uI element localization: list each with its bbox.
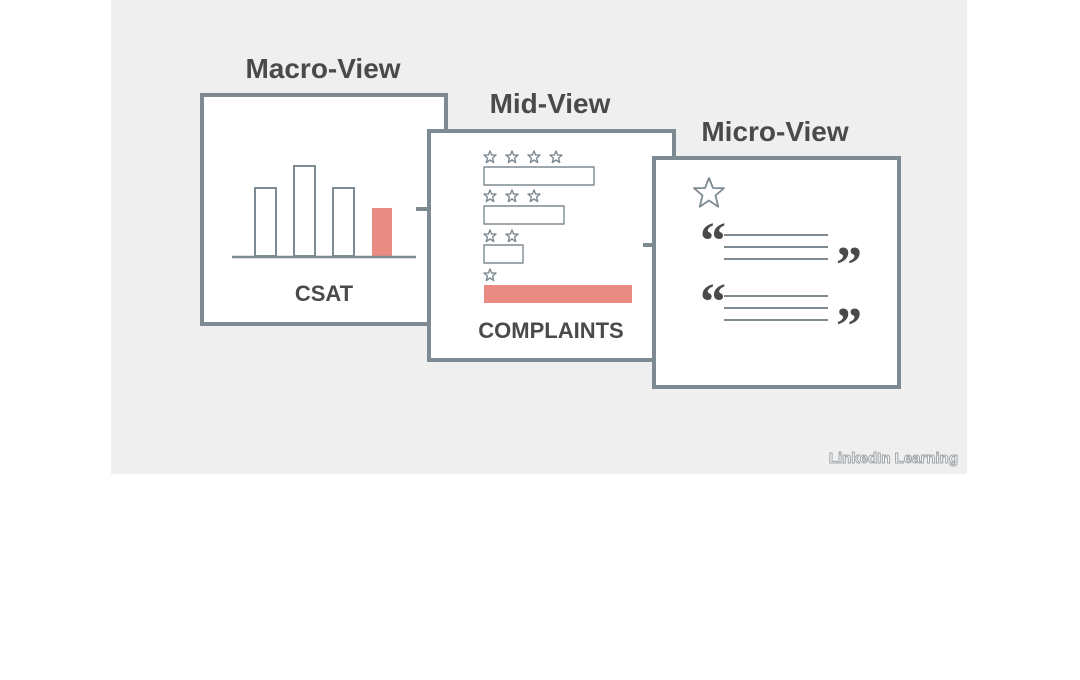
open-quote-icon: “ — [700, 274, 726, 331]
mid-view-frame — [427, 129, 676, 362]
mid-view-title: Mid-View — [490, 88, 611, 119]
complaints-label: COMPLAINTS — [478, 318, 623, 343]
star-rating-rows — [483, 150, 595, 282]
star-icon — [483, 229, 497, 243]
rating-bar — [483, 205, 565, 225]
rating-row-1-star — [483, 268, 497, 282]
macro-view-title: Macro-View — [245, 53, 400, 84]
star-icon — [505, 229, 519, 243]
star-icon — [505, 189, 519, 203]
star-icon — [505, 150, 519, 164]
chart-bar-2 — [293, 165, 316, 257]
star-icon — [693, 177, 725, 208]
star-icon — [483, 150, 497, 164]
micro-view-panel: Micro-View “ ” “ ” — [652, 116, 901, 389]
close-quote-icon: ” — [836, 298, 862, 355]
rating-row-2-stars — [483, 229, 524, 264]
chart-bar-1 — [254, 187, 277, 257]
csat-label: CSAT — [295, 281, 354, 306]
chart-bar-highlight — [372, 208, 392, 256]
quote-block-1: “ ” — [700, 213, 862, 294]
csat-bar-chart-icon — [232, 165, 416, 259]
open-quote-icon: “ — [700, 213, 726, 270]
rating-bar — [483, 166, 595, 186]
star-icon — [549, 150, 563, 164]
star-icon — [527, 150, 541, 164]
quote-block-2: “ ” — [700, 274, 862, 355]
star-icon — [527, 189, 541, 203]
star-icon — [483, 268, 497, 282]
rating-row-3-stars — [483, 189, 565, 225]
chart-bar-3 — [332, 187, 355, 257]
macro-view-frame — [200, 93, 448, 326]
micro-view-frame — [652, 156, 901, 389]
close-quote-icon: ” — [836, 237, 862, 294]
rating-row-4-stars — [483, 150, 595, 186]
rating-bar-highlight — [484, 285, 632, 303]
macro-view-panel: Macro-View CSAT — [200, 53, 448, 326]
rating-bar — [483, 244, 524, 264]
micro-view-title: Micro-View — [701, 116, 849, 147]
star-icon — [483, 189, 497, 203]
linkedin-learning-watermark: LinkedIn Learning — [829, 450, 958, 467]
mid-view-panel: Mid-View — [427, 88, 676, 362]
